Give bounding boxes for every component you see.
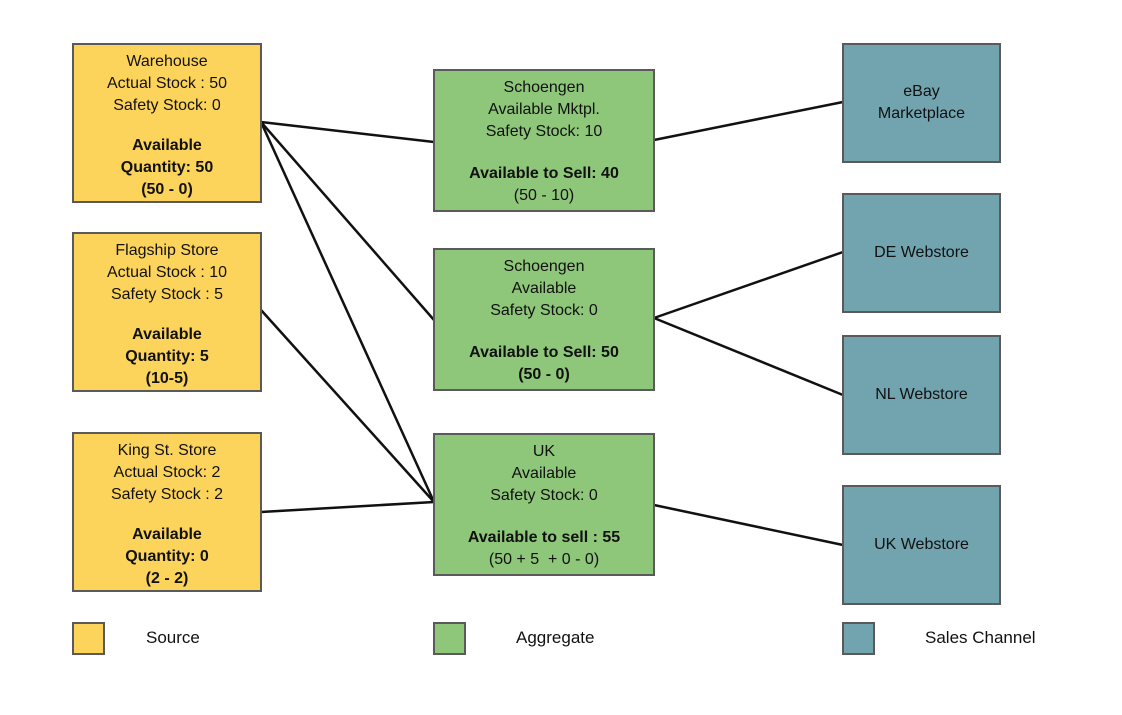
connector-warehouse-to-schoengen	[260, 121, 435, 321]
aggregate-calculation: (50 - 0)	[518, 366, 570, 383]
source-available-label: Available	[132, 326, 202, 343]
source-available-quantity: Quantity: 50	[120, 159, 214, 176]
channel-uk: UK Webstore	[842, 485, 1001, 605]
connector-schoengen-to-nl	[653, 316, 844, 397]
channel-ebay: eBay Marketplace	[842, 43, 1001, 163]
source-title: King St. Store	[117, 442, 217, 459]
channel-name: eBay	[903, 83, 940, 100]
aggregate-schoengen: Schoengen Available Safety Stock: 0 Avai…	[433, 248, 655, 391]
source-title: Warehouse	[126, 53, 208, 70]
aggregate-title: Schoengen	[503, 258, 585, 275]
source-calculation: (50 - 0)	[141, 181, 193, 198]
source-calculation: (10-5)	[145, 370, 189, 387]
aggregate-subtitle: Available Mktpl.	[488, 101, 600, 118]
aggregate-safety-stock: Safety Stock: 0	[490, 302, 598, 319]
connector-warehouse-to-schoengen-mktpl	[260, 120, 435, 144]
source-available-label: Available	[132, 526, 202, 543]
legend-source-label: Source	[146, 628, 200, 647]
connector-uk-to-uk-webstore	[653, 503, 844, 547]
source-safety-stock: Safety Stock : 2	[110, 486, 224, 503]
source-actual-stock: Actual Stock : 10	[106, 264, 228, 281]
legend-channel-label: Sales Channel	[925, 628, 1036, 647]
legend-source-swatch	[72, 622, 105, 655]
aggregate-safety-stock: Safety Stock: 10	[485, 123, 603, 140]
channel-name: DE Webstore	[874, 244, 969, 261]
connector-schoengen-to-de	[653, 250, 844, 320]
source-title: Flagship Store	[115, 242, 219, 259]
source-warehouse: Warehouse Actual Stock : 50 Safety Stock…	[72, 43, 262, 203]
connector-schoengen-mktpl-to-ebay	[653, 100, 844, 142]
source-safety-stock: Safety Stock: 0	[113, 97, 221, 114]
source-available-quantity: Quantity: 0	[125, 548, 209, 565]
aggregate-subtitle: Available	[511, 465, 577, 482]
aggregate-title: Schoengen	[503, 79, 585, 96]
source-actual-stock: Actual Stock: 2	[113, 464, 221, 481]
legend-channel-swatch	[842, 622, 875, 655]
source-safety-stock: Safety Stock : 5	[110, 286, 224, 303]
aggregate-available-to-sell: Available to sell : 55	[467, 529, 621, 546]
channel-de: DE Webstore	[842, 193, 1001, 313]
channel-name: NL Webstore	[875, 386, 968, 403]
source-king-st: King St. Store Actual Stock: 2 Safety St…	[72, 432, 262, 592]
aggregate-calculation: (50 - 10)	[513, 187, 575, 204]
connector-flagship-to-uk	[260, 309, 435, 503]
aggregate-subtitle: Available	[511, 280, 577, 297]
aggregate-available-to-sell: Available to Sell: 40	[469, 165, 619, 182]
channel-name: UK Webstore	[874, 536, 969, 553]
connector-king-st-to-uk	[260, 500, 435, 514]
aggregate-title: UK	[532, 443, 556, 460]
aggregate-safety-stock: Safety Stock: 0	[490, 487, 598, 504]
source-actual-stock: Actual Stock : 50	[106, 75, 228, 92]
aggregate-uk: UK Available Safety Stock: 0 Available t…	[433, 433, 655, 576]
aggregate-calculation: (50 + 5 + 0 - 0)	[488, 551, 600, 568]
legend-aggregate-swatch	[433, 622, 466, 655]
source-available-quantity: Quantity: 5	[125, 348, 209, 365]
aggregate-schoengen-mktpl: Schoengen Available Mktpl. Safety Stock:…	[433, 69, 655, 212]
source-calculation: (2 - 2)	[145, 570, 189, 587]
channel-nl: NL Webstore	[842, 335, 1001, 455]
channel-name-line2: Marketplace	[877, 105, 966, 122]
aggregate-available-to-sell: Available to Sell: 50	[469, 344, 619, 361]
connector-warehouse-to-uk	[259, 121, 436, 503]
source-available-label: Available	[132, 137, 202, 154]
source-flagship: Flagship Store Actual Stock : 10 Safety …	[72, 232, 262, 392]
legend-aggregate-label: Aggregate	[516, 628, 595, 647]
